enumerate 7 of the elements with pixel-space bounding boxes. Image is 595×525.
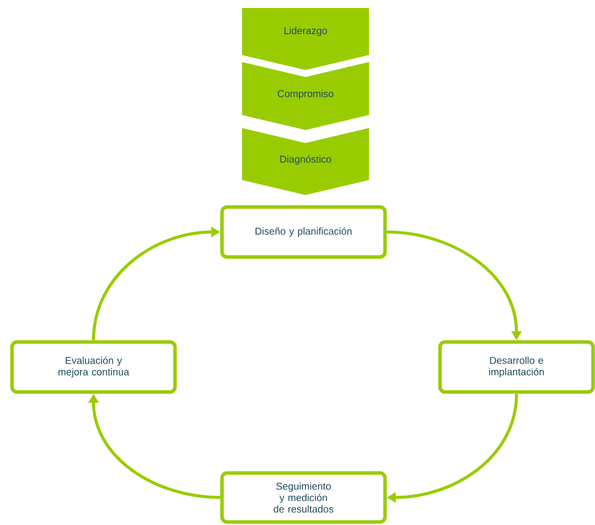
process-box: Desarrollo e implantación <box>438 340 595 394</box>
process-box: Evaluación y mejora continua <box>10 340 177 394</box>
chevron-step: Liderazgo <box>242 8 369 70</box>
process-box: Seguimiento y medición de resultados <box>220 471 387 524</box>
process-box: Diseño y planificación <box>220 205 387 259</box>
chevron-step: Diagnóstico <box>242 128 369 195</box>
chevron-step: Compromiso <box>242 62 369 130</box>
